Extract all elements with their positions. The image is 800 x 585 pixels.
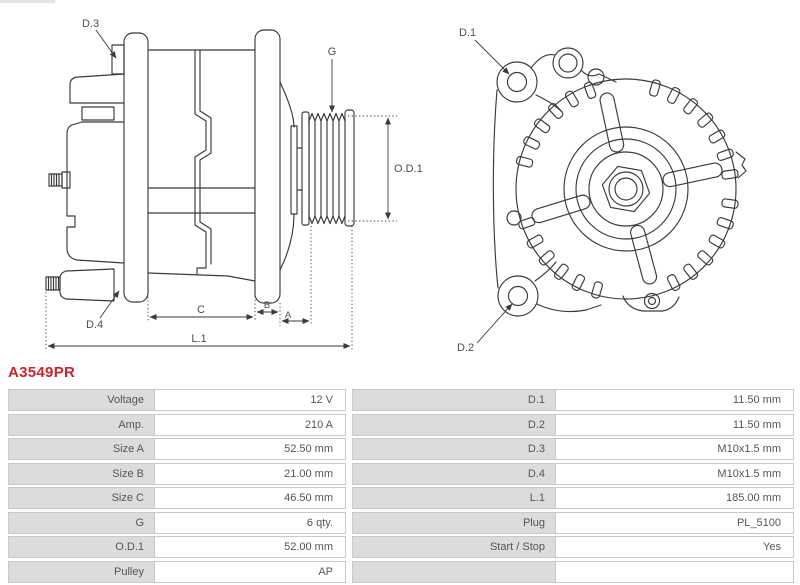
d2-leader	[476, 303, 513, 344]
d1-label: D.1	[459, 27, 476, 39]
spec-label: D.3	[352, 438, 556, 460]
lower-stud	[45, 268, 115, 302]
d3-leader	[95, 29, 117, 59]
spec-label: Size B	[8, 462, 155, 485]
d1-hole	[506, 71, 528, 93]
g-label: G	[328, 46, 337, 58]
top-lug	[552, 47, 584, 79]
right-ear-bump	[735, 151, 747, 179]
spec-value: 210 A	[155, 413, 346, 436]
spec-label: Voltage	[8, 389, 155, 411]
d1-leader	[474, 39, 510, 75]
spec-label: D.2	[352, 413, 556, 436]
table-row	[352, 560, 794, 583]
d4-label: D.4	[86, 319, 103, 331]
spec-value: M10x1.5 mm	[556, 438, 794, 460]
spec-value: Yes	[556, 536, 794, 558]
spec-value: PL_5100	[556, 511, 794, 534]
spec-label: Size A	[8, 438, 155, 460]
table-row: Plug PL_5100	[352, 511, 794, 534]
l1-label: L.1	[191, 333, 206, 345]
alternator-technical-drawing: D.3 G O.D.1 D.4 C B A L.1 D.1 D.2	[45, 18, 747, 354]
spec-value: 11.50 mm	[556, 389, 794, 411]
table-row: D.4 M10x1.5 mm	[352, 462, 794, 485]
diagram-labels: D.3 G O.D.1 D.4 C B A L.1 D.1 D.2	[82, 18, 476, 354]
spec-value: 11.50 mm	[556, 413, 794, 436]
fan-spokes	[531, 92, 723, 285]
table-row: Amp. 210 A	[8, 413, 346, 436]
c-label: C	[197, 304, 205, 316]
rear-bracket	[123, 32, 149, 303]
spec-label: D.1	[352, 389, 556, 411]
bottom-ear	[497, 275, 539, 317]
table-row: D.2 11.50 mm	[352, 413, 794, 436]
d3-lug	[111, 44, 125, 75]
bottom-foot-lug	[622, 292, 680, 312]
table-row: Start / Stop Yes	[352, 536, 794, 558]
spec-table-left: Voltage 12 V Amp. 210 A Size A 52.50 mm …	[8, 389, 346, 585]
table-row: Pulley AP	[8, 560, 346, 583]
spec-value: M10x1.5 mm	[556, 462, 794, 485]
table-row: L.1 185.00 mm	[352, 487, 794, 509]
table-row: G 6 qty.	[8, 511, 346, 534]
spec-label: Amp.	[8, 413, 155, 436]
mounting-plate	[492, 47, 617, 317]
d3-label: D.3	[82, 18, 99, 30]
table-row: D.3 M10x1.5 mm	[352, 438, 794, 460]
spec-value: 46.50 mm	[155, 487, 346, 509]
top-ear	[496, 61, 538, 103]
spec-label: Start / Stop	[352, 536, 556, 558]
spec-table-right: D.1 11.50 mm D.2 11.50 mm D.3 M10x1.5 mm…	[352, 389, 794, 585]
od1-label: O.D.1	[394, 163, 423, 175]
rear-connector-slot	[81, 106, 115, 121]
front-view-drawing	[492, 47, 747, 317]
side-view-drawing	[45, 29, 355, 304]
case-seam	[194, 49, 207, 275]
table-row: Size C 46.50 mm	[8, 487, 346, 509]
spec-label: O.D.1	[8, 536, 155, 558]
table-row: Size B 21.00 mm	[8, 462, 346, 485]
spec-value: 21.00 mm	[155, 462, 346, 485]
spec-value: 185.00 mm	[556, 487, 794, 509]
d2-hole	[507, 285, 529, 307]
d4-leader	[99, 290, 120, 319]
spec-label: Size C	[8, 487, 155, 509]
spec-label	[352, 560, 556, 583]
spec-value: 52.50 mm	[155, 438, 346, 460]
housing-rim	[515, 78, 737, 300]
table-row: D.1 11.50 mm	[352, 389, 794, 411]
upper-stud	[48, 171, 71, 189]
spec-value	[556, 560, 794, 583]
b-label: B	[264, 300, 270, 311]
spec-label: Pulley	[8, 560, 155, 583]
table-row: O.D.1 52.00 mm	[8, 536, 346, 558]
spec-label: G	[8, 511, 155, 534]
pulley-side	[301, 109, 355, 227]
part-number-title: A3549PR	[8, 364, 76, 381]
pulley-outer-ring	[563, 126, 689, 252]
spec-tables: Voltage 12 V Amp. 210 A Size A 52.50 mm …	[8, 389, 794, 585]
spec-value: 6 qty.	[155, 511, 346, 534]
spec-value: 52.00 mm	[155, 536, 346, 558]
spec-label: Plug	[352, 511, 556, 534]
dimension-lines	[45, 29, 513, 351]
shaft-plate	[290, 125, 298, 215]
corner-artifact-strip	[0, 0, 55, 3]
shaft-nut-hex	[601, 165, 651, 213]
spec-value: 12 V	[155, 389, 346, 411]
table-row: Voltage 12 V	[8, 389, 346, 411]
cooling-vents	[515, 79, 739, 299]
front-bracket	[254, 29, 281, 304]
spec-label: L.1	[352, 487, 556, 509]
rear-top-block	[69, 73, 125, 104]
d2-label: D.2	[457, 342, 474, 354]
table-row: Size A 52.50 mm	[8, 438, 346, 460]
spec-value: AP	[155, 560, 346, 583]
a-label: A	[285, 310, 292, 321]
spec-label: D.4	[352, 462, 556, 485]
rear-housing-outline	[66, 121, 125, 264]
